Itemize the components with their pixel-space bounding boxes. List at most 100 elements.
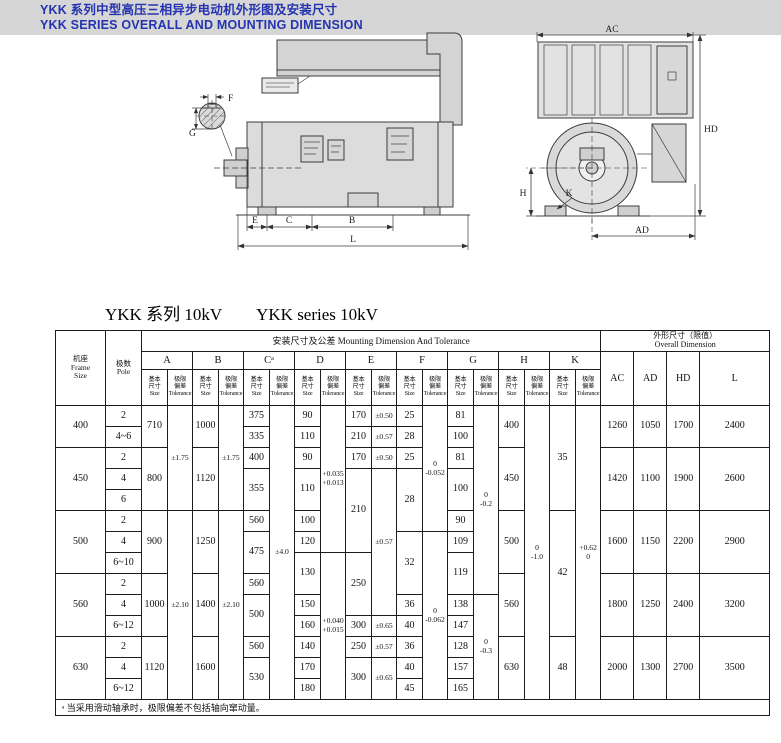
dim-label-f: F xyxy=(228,94,233,104)
group-header-mounting: 安装尺寸及公差 Mounting Dimension And Tolerance xyxy=(140,330,602,352)
cell-r0-c5: ±1.75 xyxy=(218,405,244,511)
cell-r11-c8: 140 xyxy=(294,636,321,658)
cell-r7-c8: 130 xyxy=(294,552,321,595)
cell-r11-c16: 630 xyxy=(498,636,525,700)
cell-r10-c12: 40 xyxy=(396,615,423,637)
section-title: YKK 系列 10kV YKK series 10kV xyxy=(105,300,378,325)
cell-r2-c6: 400 xyxy=(243,447,270,469)
motor-drawing-svg: E C B L F G xyxy=(189,25,718,250)
cell-r0-c7: ±4.0 xyxy=(269,405,295,700)
col-header-L: L xyxy=(699,351,771,406)
cell-r8-c2: 1000 xyxy=(141,573,168,637)
section-title-en: YKK series 10kV xyxy=(256,305,378,324)
terminal-box-side xyxy=(300,135,324,163)
col-header-F: F xyxy=(396,351,448,370)
cell-r11-c10: 250 xyxy=(345,636,372,658)
group-header-overall: 外形尺寸（限值）Overall Dimension xyxy=(600,330,771,352)
cell-r5-c0: 500 xyxy=(55,510,106,574)
cell-r6-c12: 32 xyxy=(396,531,423,595)
cell-r1-c1: 4~6 xyxy=(105,426,142,448)
cell-r13-c8: 180 xyxy=(294,678,321,700)
cell-r1-c6: 335 xyxy=(243,426,270,448)
dim-label-h: H xyxy=(520,189,527,199)
cell-r7-c14: 119 xyxy=(447,552,474,595)
cell-r5-c2: 900 xyxy=(141,510,168,574)
col-header-H: H xyxy=(498,351,550,370)
cell-r0-c15: 0-0.2 xyxy=(473,405,499,595)
cell-r8-c23: 3200 xyxy=(699,573,771,637)
cell-r8-c6: 560 xyxy=(243,573,270,595)
cell-r6-c13: 0-0.062 xyxy=(422,531,448,700)
cell-r5-c23: 2900 xyxy=(699,510,771,574)
cell-r3-c8: 110 xyxy=(294,468,321,511)
cell-r11-c4: 1600 xyxy=(192,636,219,700)
cell-r11-c11: ±0.57 xyxy=(371,636,397,658)
air-duct-elbow xyxy=(426,32,463,126)
cell-r2-c14: 81 xyxy=(447,447,474,469)
cell-r3-c12: 28 xyxy=(396,468,423,532)
cell-r6-c14: 109 xyxy=(447,531,474,553)
cell-r13-c12: 45 xyxy=(396,678,423,700)
cell-r5-c22: 2200 xyxy=(666,510,701,574)
col-header-C: Cᵃ xyxy=(243,351,295,370)
foot-right-end xyxy=(617,205,640,217)
cell-r5-c14: 90 xyxy=(447,510,474,532)
cell-r12-c12: 40 xyxy=(396,657,423,679)
cell-r8-c22: 2400 xyxy=(666,573,701,637)
cell-r11-c22: 2700 xyxy=(666,636,701,700)
cell-r11-c6: 560 xyxy=(243,636,270,658)
cell-r0-c12: 25 xyxy=(396,405,423,427)
cell-r5-c6: 560 xyxy=(243,510,270,532)
cooler-top-box xyxy=(276,39,450,77)
cell-r11-c12: 36 xyxy=(396,636,423,658)
col-header-AD: AD xyxy=(633,351,668,406)
cell-r8-c1: 2 xyxy=(105,573,142,595)
cell-r3-c6: 355 xyxy=(243,468,270,511)
cell-r2-c22: 1900 xyxy=(666,447,701,511)
cell-r8-c0: 560 xyxy=(55,573,106,637)
cell-r0-c0: 400 xyxy=(55,405,106,448)
cell-r0-c3: ±1.75 xyxy=(167,405,193,511)
foot-left-end xyxy=(544,205,567,217)
dim-label-g: G xyxy=(189,129,196,139)
nameplate-box xyxy=(261,77,299,94)
col-header-AC: AC xyxy=(600,351,635,406)
cell-r12-c14: 157 xyxy=(447,657,474,679)
cell-r13-c14: 165 xyxy=(447,678,474,700)
section-title-cn: YKK 系列 10kV xyxy=(105,305,223,324)
cell-r2-c2: 800 xyxy=(141,447,168,511)
cooler-fins xyxy=(543,44,652,116)
cell-r11-c20: 2000 xyxy=(600,636,635,700)
cell-r7-c9: +0.040+0.015 xyxy=(320,552,346,700)
cell-r7-c1: 6~10 xyxy=(105,552,142,574)
cell-r10-c8: 160 xyxy=(294,615,321,637)
dim-label-b: B xyxy=(349,216,355,226)
cell-r12-c8: 170 xyxy=(294,657,321,679)
col-header-B: B xyxy=(192,351,244,370)
cell-r0-c13: 0-0.052 xyxy=(422,405,448,532)
col-header-HD: HD xyxy=(666,351,701,406)
cell-r1-c12: 28 xyxy=(396,426,423,448)
cell-r10-c14: 147 xyxy=(447,615,474,637)
col-header-A: A xyxy=(141,351,193,370)
cell-r6-c8: 120 xyxy=(294,531,321,553)
cell-r6-c6: 475 xyxy=(243,531,270,574)
cell-r0-c21: 1050 xyxy=(633,405,668,448)
cell-r2-c10: 170 xyxy=(345,447,372,469)
aux-box xyxy=(327,139,345,161)
